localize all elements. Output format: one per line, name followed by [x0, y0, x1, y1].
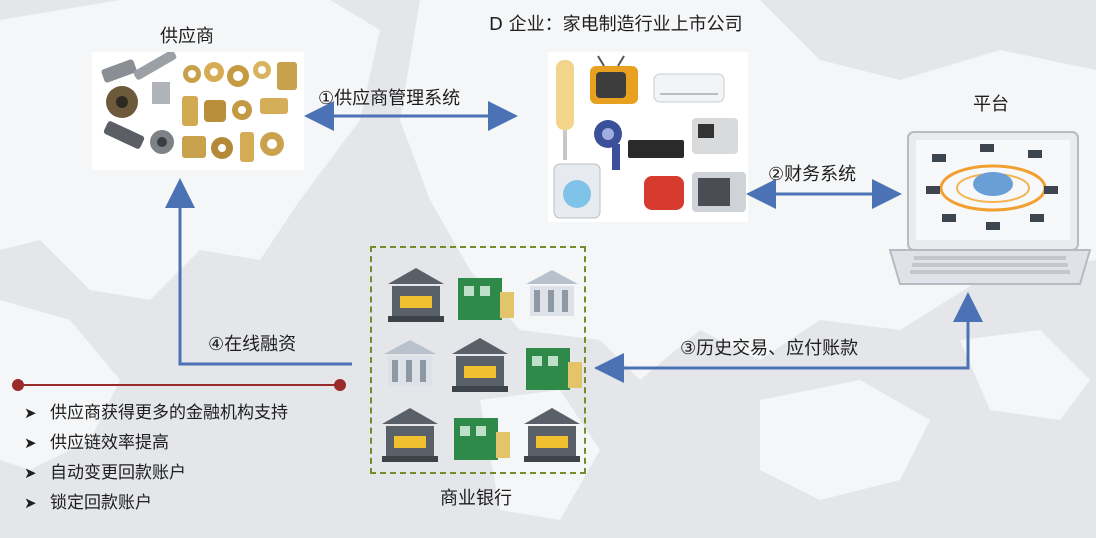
- laptop-network-icon: [888, 131, 1092, 285]
- list-item: ➤ 供应商获得更多的金融机构支持: [22, 398, 342, 428]
- arrow-bullet-icon: ➤: [24, 404, 37, 422]
- arrow-bullet-icon: ➤: [24, 494, 37, 512]
- list-item: ➤ 自动变更回款账户: [22, 458, 342, 488]
- benefit-text: 锁定回款账户: [50, 493, 152, 513]
- company-title: D 企业：家电制造行业上市公司: [489, 14, 743, 35]
- bank-building-icon: [454, 418, 510, 460]
- hardware-parts-icon: [92, 52, 304, 170]
- platform-label: 平台: [973, 94, 1009, 115]
- list-item: ➤ 供应链效率提高: [22, 428, 342, 458]
- bank-label: 商业银行: [440, 488, 512, 509]
- bank-building-icon: [388, 268, 444, 322]
- bank-icons-group: [370, 246, 586, 474]
- bank-building-icon: [384, 340, 436, 386]
- edge-label-history: ③历史交易、应付账款: [680, 338, 859, 359]
- bank-building-icon: [526, 270, 578, 316]
- edge-label-online-finance: ④在线融资: [208, 334, 297, 355]
- benefit-text: 自动变更回款账户: [50, 463, 186, 483]
- bank-building-icon: [458, 278, 514, 320]
- benefits-list: ➤ 供应商获得更多的金融机构支持 ➤ 供应链效率提高 ➤ 自动变更回款账户 ➤ 锁定回款…: [22, 398, 342, 518]
- edge-label-finance: ②财务系统: [768, 164, 857, 185]
- edge-label-supplier-mgmt: ①供应商管理系统: [318, 88, 461, 109]
- arrow-bullet-icon: ➤: [24, 464, 37, 482]
- bank-building-icon: [382, 408, 438, 462]
- bank-building-icon: [524, 408, 580, 462]
- bank-building-icon: [452, 338, 508, 392]
- home-appliances-icon: [548, 52, 748, 222]
- benefit-text: 供应商获得更多的金融机构支持: [50, 403, 288, 423]
- list-item: ➤ 锁定回款账户: [22, 488, 342, 518]
- arrow-bullet-icon: ➤: [24, 434, 37, 452]
- benefit-text: 供应链效率提高: [50, 433, 169, 453]
- supplier-label: 供应商: [160, 26, 214, 47]
- bank-building-icon: [526, 348, 582, 390]
